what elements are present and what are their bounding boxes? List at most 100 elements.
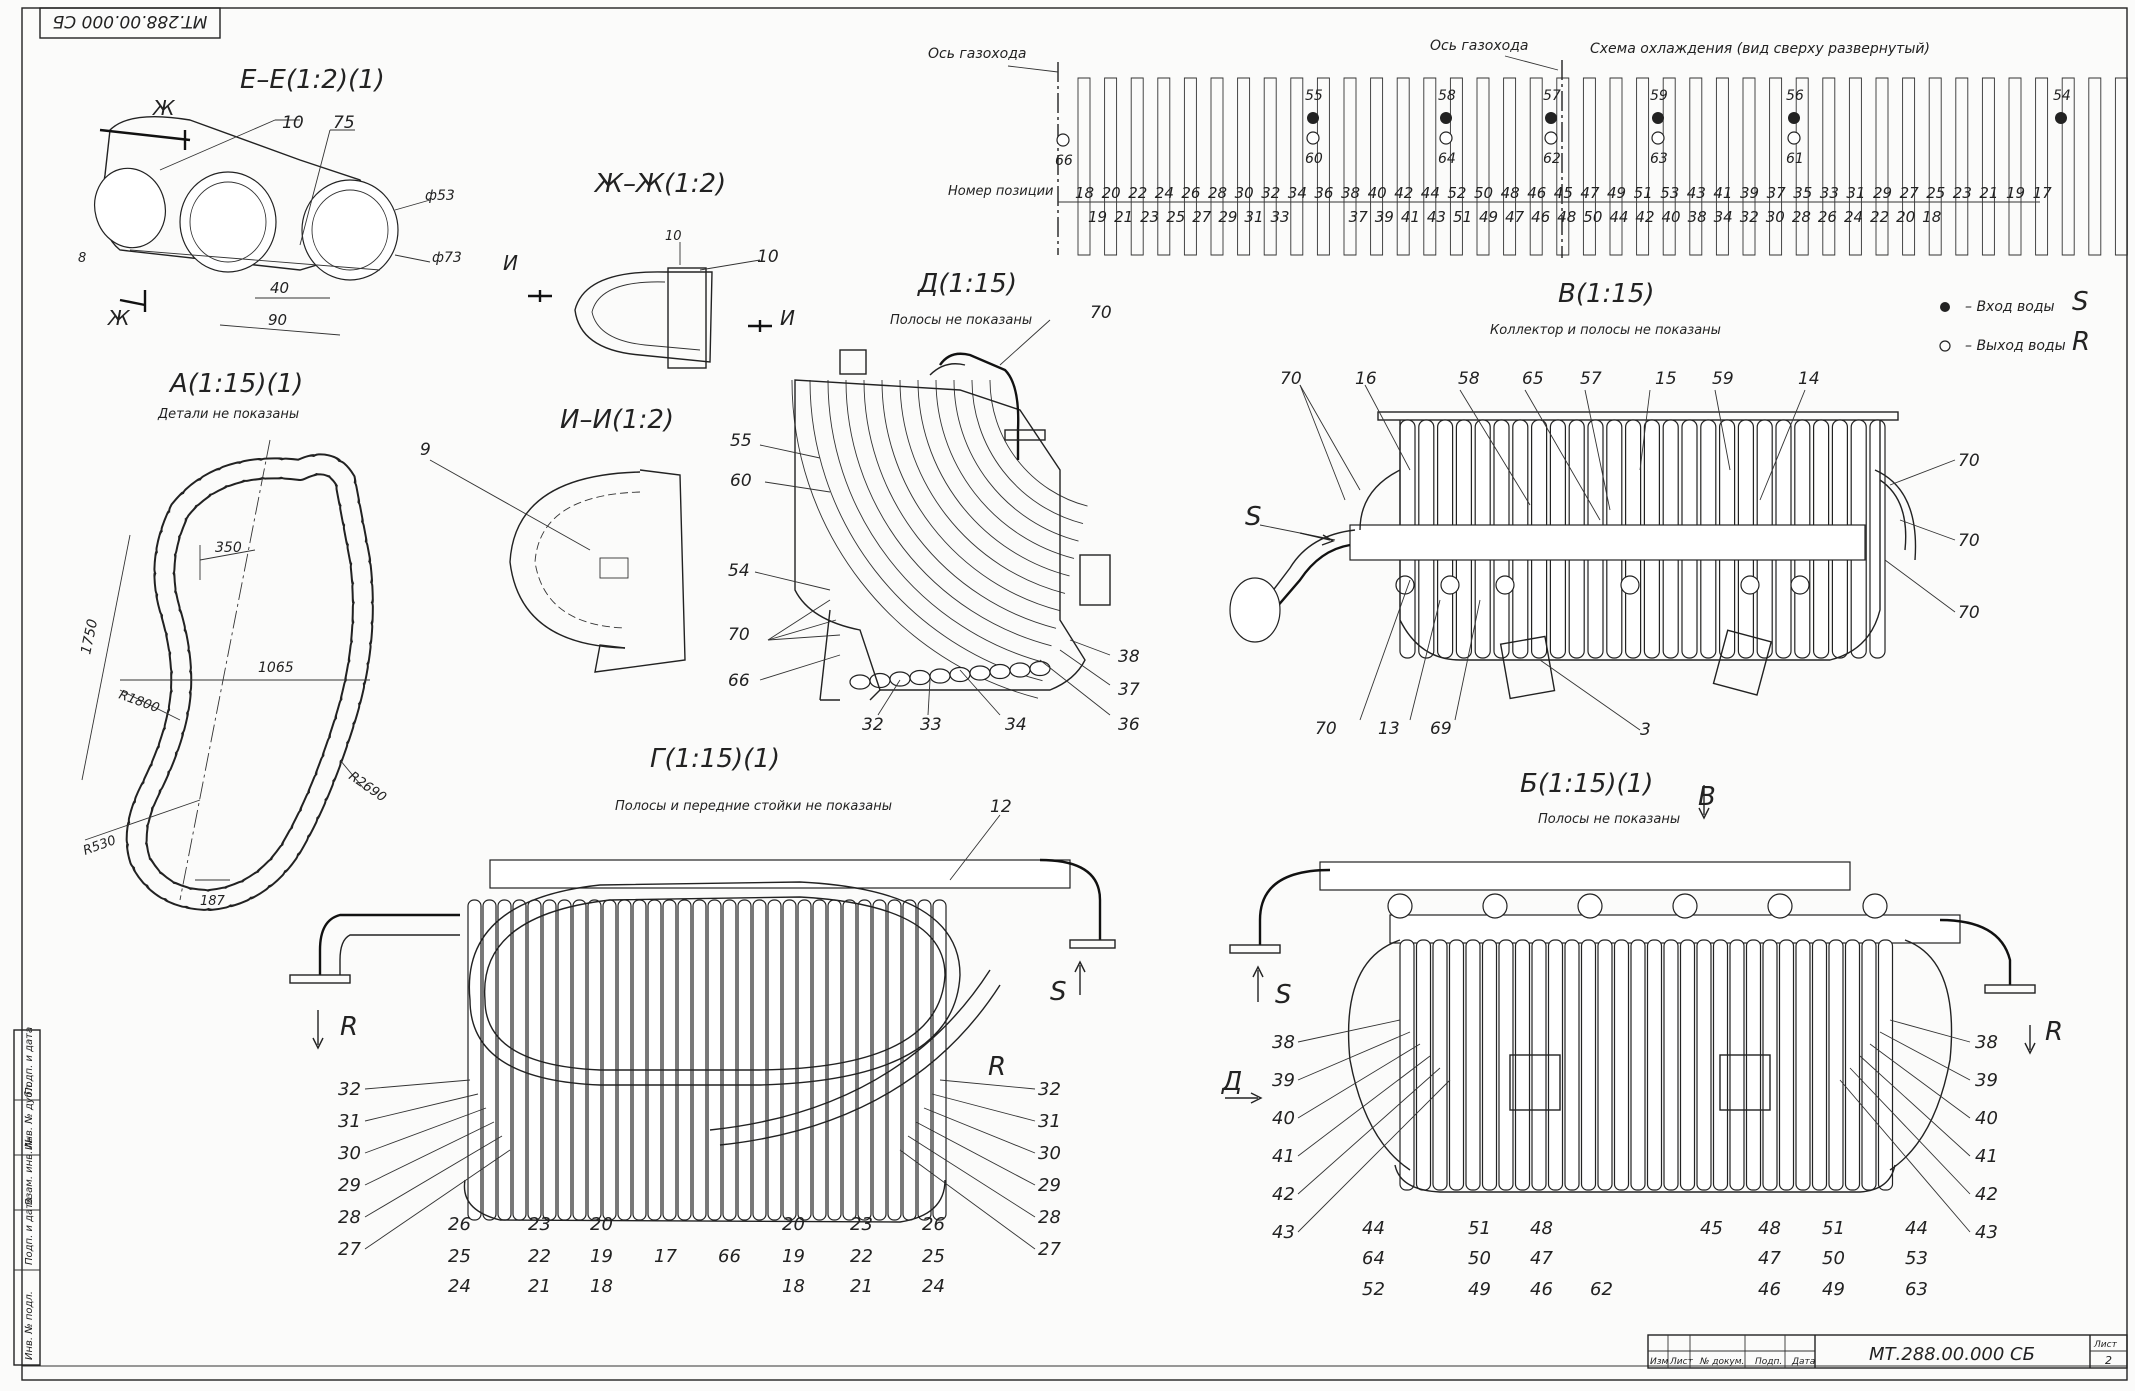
scheme-lower-num: 20 bbox=[1896, 208, 1915, 226]
g-leader bbox=[939, 1079, 1036, 1090]
b-tube bbox=[1465, 939, 1481, 1191]
g-left-label: 32 bbox=[338, 1079, 361, 1100]
stamp-text: MT.288.00.000 СБ bbox=[53, 11, 208, 31]
inlet-num: 55 bbox=[1305, 88, 1323, 104]
scheme-upper-num: 38 bbox=[1341, 184, 1360, 202]
g-tube bbox=[692, 899, 707, 1221]
a-note: Детали не показаны bbox=[157, 407, 299, 422]
scheme-axis2: Ось газохода bbox=[1430, 38, 1528, 54]
zhzh-title: Ж–Ж(1:2) bbox=[593, 169, 726, 199]
d-tube-end bbox=[949, 666, 971, 683]
b-note: Полосы не показаны bbox=[1538, 812, 1680, 827]
b-tube bbox=[1828, 939, 1844, 1191]
v-t3: 65 bbox=[1522, 369, 1544, 389]
scheme-tube bbox=[1742, 77, 1756, 256]
b-right-label: 43 bbox=[1975, 1222, 1998, 1243]
view-b: Б(1:15)(1) Полосы не показаны bbox=[1229, 769, 2036, 1193]
b-leader bbox=[1297, 1019, 1401, 1043]
b-left-label: 39 bbox=[1272, 1070, 1295, 1091]
axis1-leader bbox=[1007, 65, 1059, 73]
d-tube-arc bbox=[791, 379, 1039, 699]
g-s: S bbox=[1050, 977, 1067, 1007]
scheme-upper-num: 36 bbox=[1314, 184, 1333, 202]
b-bottom-label: 49 bbox=[1468, 1279, 1491, 1300]
b-tube bbox=[1481, 939, 1498, 1191]
b-bottom-label: 45 bbox=[1700, 1218, 1723, 1239]
g-tube bbox=[647, 899, 662, 1221]
g-tube bbox=[557, 899, 572, 1221]
b-tube bbox=[1630, 939, 1646, 1191]
d-l8: 34 bbox=[1005, 715, 1027, 735]
d-tube-end bbox=[1029, 660, 1051, 677]
scheme-upper-num: 17 bbox=[2033, 184, 2053, 202]
scheme-upper-num: 45 bbox=[1554, 184, 1573, 202]
scheme-lower-num: 28 bbox=[1792, 208, 1811, 226]
d-tube-arc bbox=[827, 379, 1048, 664]
b-bottom-label: 48 bbox=[1758, 1218, 1781, 1239]
scheme-lower-num: 33 bbox=[1270, 208, 1289, 226]
b-tube bbox=[1498, 939, 1514, 1191]
ee-l8: 90 bbox=[268, 311, 287, 329]
g-bottom-label: 22 bbox=[528, 1246, 551, 1267]
b-tube bbox=[1613, 939, 1630, 1191]
a-l0: 350 bbox=[215, 540, 242, 556]
scheme-upper-num: 46 bbox=[1527, 184, 1546, 202]
b-bottom-label: 63 bbox=[1905, 1279, 1928, 1300]
scheme-lower-num: 31 bbox=[1244, 208, 1263, 226]
strip-5: Инв. № подл. bbox=[24, 1291, 35, 1360]
outlet-num: 63 bbox=[1650, 151, 1668, 167]
g-tube bbox=[482, 899, 497, 1221]
scheme-legend bbox=[1939, 302, 1951, 352]
scheme-tube bbox=[1955, 77, 1969, 256]
v-flange bbox=[1440, 575, 1460, 595]
tb-col-2: № докум. bbox=[1699, 1357, 1744, 1367]
v-t2: 58 bbox=[1458, 369, 1480, 389]
b-arrow: В bbox=[1698, 782, 1716, 812]
scheme-row-label: Номер позиции bbox=[948, 184, 1053, 199]
outlet-num: 66 bbox=[1055, 153, 1073, 169]
scheme-tube bbox=[1795, 77, 1809, 256]
scheme-upper-num: 42 bbox=[1394, 184, 1413, 202]
scheme-upper-num: 24 bbox=[1155, 184, 1174, 202]
d-l2: 60 bbox=[730, 471, 752, 491]
g-tube bbox=[797, 899, 812, 1221]
g-tube bbox=[827, 899, 842, 1221]
inlet-dot bbox=[1307, 112, 1319, 124]
d-note: Полосы не показаны bbox=[890, 313, 1032, 328]
scheme-upper-num: 32 bbox=[1261, 184, 1280, 202]
ii-title: И–И(1:2) bbox=[560, 405, 674, 435]
d-tube-end bbox=[969, 665, 991, 681]
scheme-tube bbox=[2008, 77, 2022, 256]
v-flange bbox=[1790, 575, 1810, 595]
scheme-tube bbox=[1449, 77, 1463, 256]
b-tube bbox=[1399, 939, 1415, 1191]
g-left-label: 29 bbox=[338, 1175, 361, 1196]
scheme-upper-num: 29 bbox=[1873, 184, 1892, 202]
scheme-upper-num: 35 bbox=[1793, 184, 1812, 202]
scheme-tube bbox=[1662, 77, 1676, 256]
scheme-upper-num: 43 bbox=[1687, 184, 1706, 202]
scheme-tube bbox=[1476, 77, 1490, 256]
b-tube bbox=[1646, 939, 1663, 1191]
d-l6: 32 bbox=[862, 715, 884, 735]
scheme-upper-num: 53 bbox=[1660, 184, 1679, 202]
g-right-label: 32 bbox=[1038, 1079, 1061, 1100]
b-leader bbox=[1297, 1079, 1451, 1233]
scheme-upper-num: 50 bbox=[1474, 184, 1493, 202]
tb-col-0: Изм bbox=[1650, 1357, 1669, 1367]
b-bottom-label: 48 bbox=[1530, 1218, 1553, 1239]
scheme-tube bbox=[1636, 77, 1650, 256]
outlet-num: 62 bbox=[1543, 151, 1561, 167]
g-title: Г(1:15)(1) bbox=[650, 744, 780, 774]
scheme-upper-num: 33 bbox=[1820, 184, 1839, 202]
d-tube-arc bbox=[809, 379, 1043, 682]
scheme-upper-num: 40 bbox=[1368, 184, 1387, 202]
inlet-num: 59 bbox=[1650, 88, 1668, 104]
g-tube bbox=[467, 899, 482, 1221]
view-a: А(1:15)(1) Детали не показаны bbox=[81, 369, 374, 912]
title-block: Изм Лист № докум. Подп. Дата МТ.288.00.0… bbox=[1647, 1334, 2128, 1369]
scheme-lower-num: 49 bbox=[1479, 208, 1498, 226]
scheme-tube bbox=[1689, 77, 1703, 256]
g-leader bbox=[364, 1107, 487, 1154]
